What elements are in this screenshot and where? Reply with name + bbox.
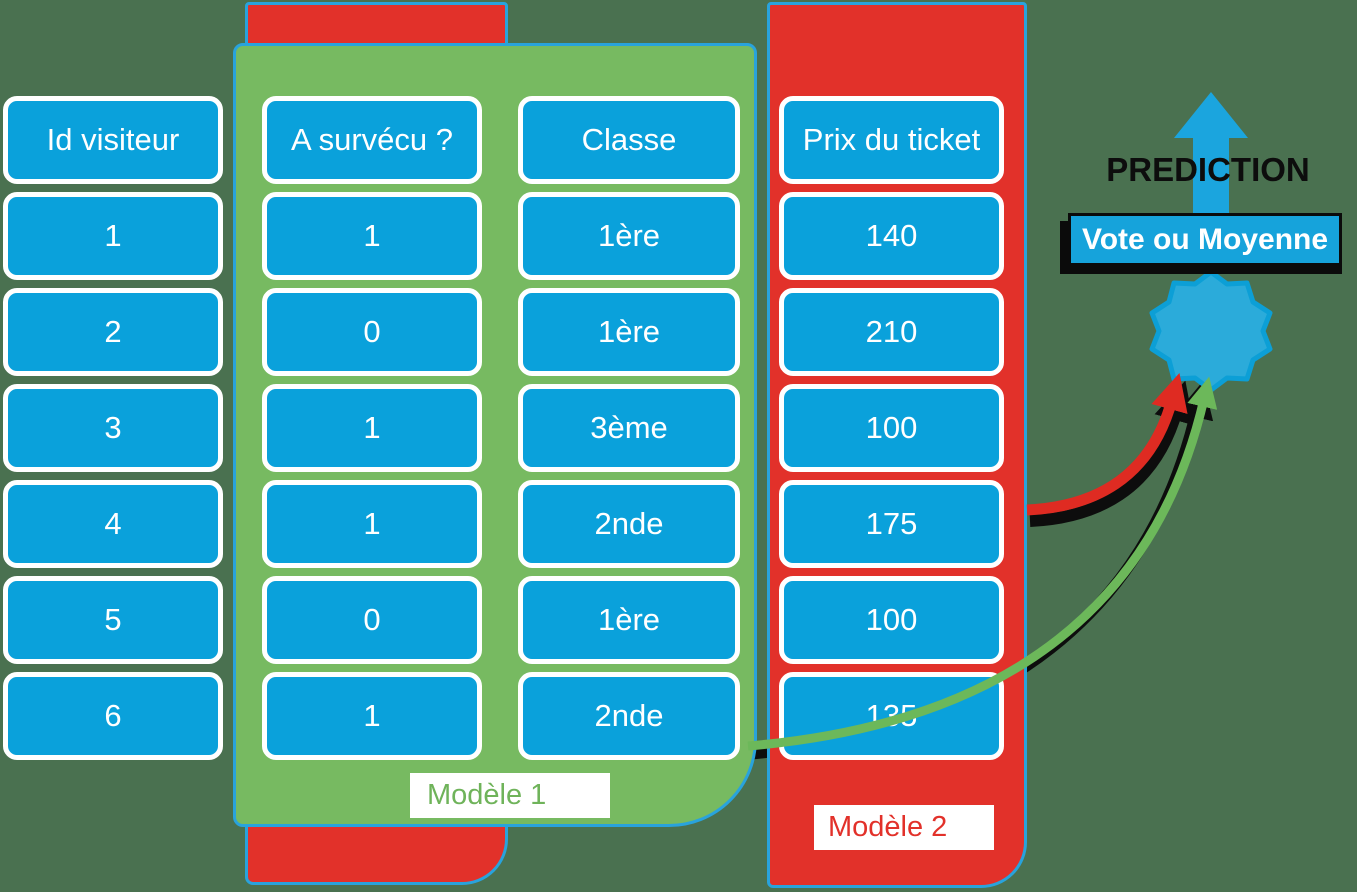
column-classe: Classe 1ère 1ère 3ème 2nde 1ère 2nde (518, 0, 740, 892)
model2-label: Modèle 2 (814, 805, 994, 850)
model1-label: Modèle 1 (410, 773, 610, 818)
table-cell: 100 (779, 576, 1004, 664)
table-cell: 5 (3, 576, 223, 664)
table-cell: 3 (3, 384, 223, 472)
column-prix-du-ticket: Prix du ticket 140 210 100 175 100 135 (779, 0, 1004, 892)
table-cell: 1 (262, 384, 482, 472)
table-cell: 140 (779, 192, 1004, 280)
red-arrow-shadow (1029, 380, 1194, 527)
prediction-title: PREDICTION (1106, 151, 1310, 188)
table-cell: 2nde (518, 480, 740, 568)
column-header: A survécu ? (262, 96, 482, 184)
table-cell: 1ère (518, 192, 740, 280)
column-a-survecu: A survécu ? 1 0 1 1 0 1 (262, 0, 482, 892)
table-cell: 4 (3, 480, 223, 568)
table-cell: 2nde (518, 672, 740, 760)
table-cell: 175 (779, 480, 1004, 568)
column-id-visiteur: Id visiteur 1 2 3 4 5 6 (3, 0, 223, 892)
table-cell: 135 (779, 672, 1004, 760)
table-cell: 6 (3, 672, 223, 760)
column-header: Id visiteur (3, 96, 223, 184)
table-cell: 3ème (518, 384, 740, 472)
table-cell: 1 (262, 192, 482, 280)
aggregation-starburst-icon (1149, 269, 1273, 393)
table-cell: 1 (262, 672, 482, 760)
table-cell: 210 (779, 288, 1004, 376)
table-cell: 0 (262, 288, 482, 376)
table-cell: 1 (3, 192, 223, 280)
table-cell: 1 (262, 480, 482, 568)
table-cell: 0 (262, 576, 482, 664)
model2-output-arrow-icon (1026, 372, 1188, 516)
table-cell: 1ère (518, 576, 740, 664)
table-cell: 1ère (518, 288, 740, 376)
table-cell: 100 (779, 384, 1004, 472)
column-header: Classe (518, 96, 740, 184)
table-cell: 2 (3, 288, 223, 376)
vote-ou-moyenne-box: Vote ou Moyenne (1068, 213, 1342, 266)
column-header: Prix du ticket (779, 96, 1004, 184)
